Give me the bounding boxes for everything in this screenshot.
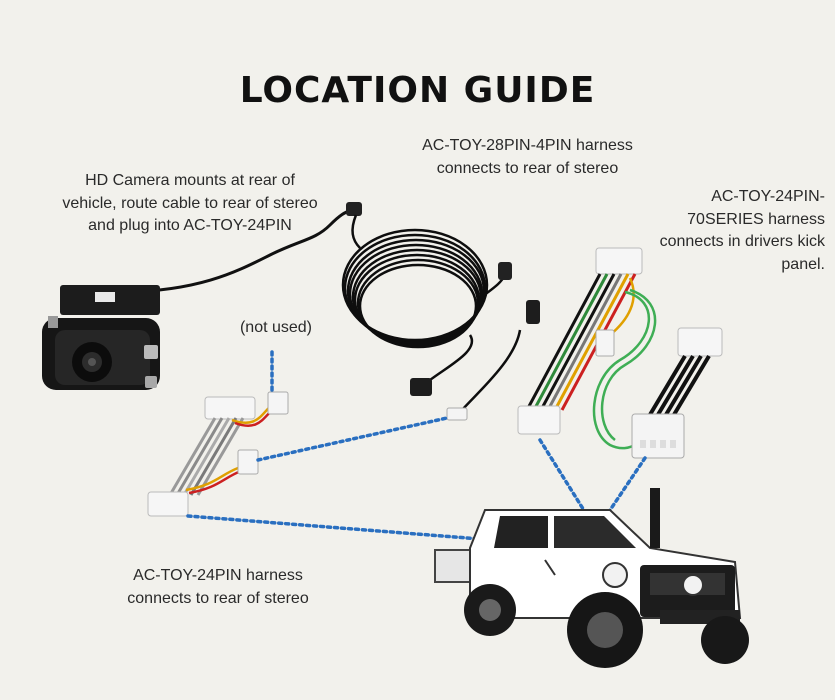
- camera-label: HD Camera mounts at rear of vehicle, rou…: [62, 172, 318, 234]
- ac-toy-28pin-label: AC-TOY-28PIN-4PIN harness connects to re…: [422, 137, 633, 177]
- page-title: LOCATION GUIDE: [239, 70, 596, 111]
- ac-toy-24pin-label: AC-TOY-24PIN harness connects to rear of…: [127, 567, 309, 607]
- truck-icon: [434, 488, 749, 668]
- camera-to-harness-line: [256, 416, 449, 462]
- cable-connector-icon: [526, 300, 540, 324]
- harness-24pin-icon: [147, 391, 289, 517]
- camera-icon: [42, 202, 362, 390]
- cable-connector-icon: [410, 378, 432, 396]
- not-used-label: (not used): [239, 319, 313, 336]
- harness-70series-icon: [592, 288, 723, 459]
- harness-28pin-to-truck-line: [538, 438, 592, 522]
- harness-28pin-icon: [517, 247, 643, 435]
- cable-connector-icon: [446, 407, 468, 421]
- cable-connector-icon: [498, 262, 512, 280]
- ac-toy-24pin-70series-label: AC-TOY-24PIN-70SERIES harness connects i…: [659, 188, 825, 273]
